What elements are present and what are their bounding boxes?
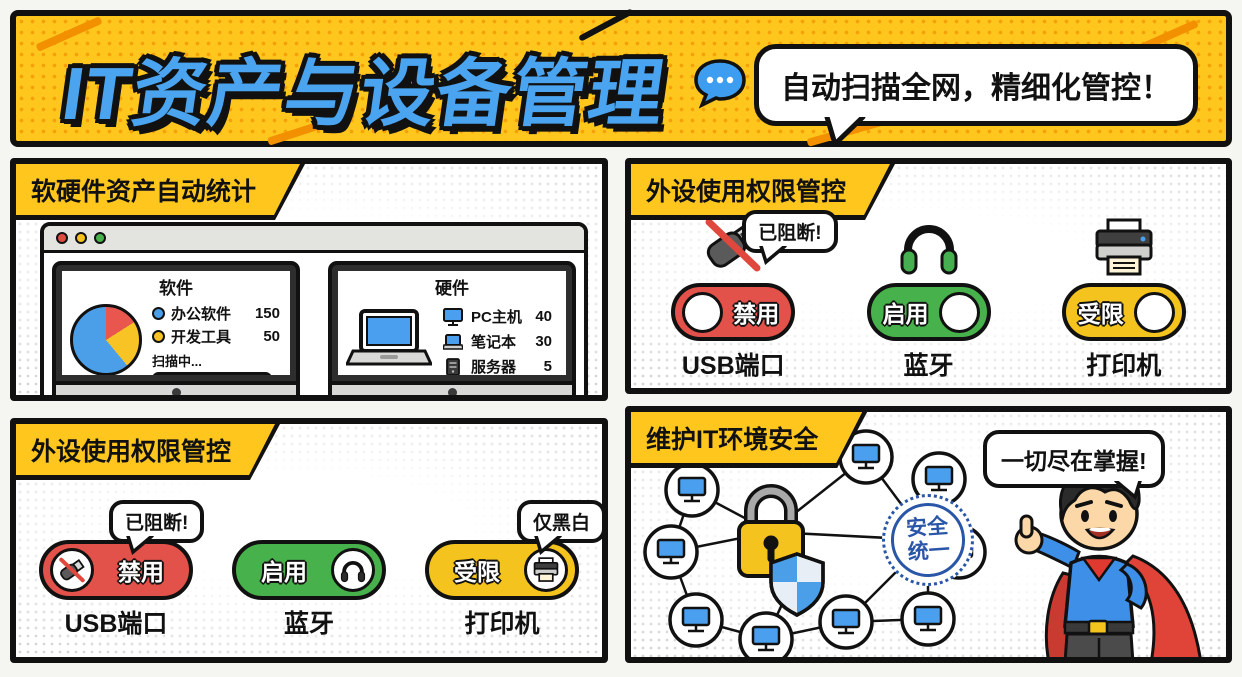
monitor-chin [52, 385, 300, 395]
banner-callout: 自动扫描全网，精细化管控！ [692, 44, 1198, 147]
monitor-row: 软件 办公软件 150 开发 [44, 253, 584, 395]
panel-it-security: 维护IT环境安全 [625, 406, 1232, 663]
blocked-bubble: 已阻断! [742, 210, 838, 265]
page-title: IT资产与设备管理 [57, 52, 671, 135]
browser-window: 软件 办公软件 150 开发 [40, 222, 588, 395]
headphones-icon [331, 548, 375, 592]
panel-peripheral-permissions-top: 外设使用权限管控 已阻断! [625, 158, 1232, 394]
security-unified-badge: 安全 统一 [882, 494, 974, 586]
panel-header-tab: 软硬件资产自动统计 [16, 164, 305, 220]
legend-row: 办公软件 150 [152, 302, 282, 325]
browser-titlebar [44, 226, 584, 253]
bluetooth-toggle[interactable]: 启用 [866, 283, 991, 341]
panel-peripheral-permissions-bottom: 外设使用权限管控 已阻断! [10, 418, 608, 663]
printer-toggle[interactable]: 受限 [1061, 283, 1186, 341]
usb-toggle[interactable]: 禁用 [39, 540, 193, 600]
software-legend: 办公软件 150 开发工具 50 扫描中... [152, 302, 282, 375]
bw-only-bubble: 仅黑白 [517, 500, 602, 555]
toggle-knob [938, 291, 980, 333]
panel-asset-stats: 软硬件资产自动统计 软件 [10, 158, 608, 401]
blocked-bubble: 已阻断! [109, 500, 205, 555]
legend-dot-blue [152, 307, 165, 320]
laptop-small-icon [442, 333, 464, 350]
banner-speech-bubble: 自动扫描全网，精细化管控！ [754, 44, 1198, 147]
hardware-row: PC主机 40 [442, 304, 558, 329]
monitor-chin [328, 385, 576, 395]
hardware-row: 笔记本 30 [442, 329, 558, 354]
toggle-knob [1133, 291, 1175, 333]
panel-header-tab: 维护IT环境安全 [631, 412, 867, 468]
title-banner: IT资产与设备管理 自动扫描全网，精细化管控！ [10, 8, 1232, 147]
hardware-row: 服务器 5 [442, 354, 558, 375]
scanning-label: 扫描中... [152, 354, 202, 369]
software-monitor: 软件 办公软件 150 开发 [52, 261, 300, 395]
shield-icon [769, 552, 825, 617]
traffic-light-red-icon[interactable] [56, 232, 68, 244]
network-diagram [643, 429, 987, 657]
perm-item-printer: 仅黑白 受限 打印机 [409, 500, 602, 640]
usb-toggle[interactable]: 禁用 [671, 283, 796, 341]
legend-row: 开发工具 50 [152, 325, 282, 348]
perm-item-usb: 已阻断! 禁用 USB端口 [23, 500, 209, 640]
perm-item-bluetooth: 启用 蓝牙 [216, 540, 402, 640]
software-pie-chart [70, 304, 142, 375]
bubble-tail [824, 117, 866, 147]
server-icon [442, 357, 464, 375]
desktop-icon [442, 307, 464, 326]
legend-dot-yellow [152, 330, 165, 343]
chat-bubble-icon [692, 57, 748, 114]
perm-item-printer: 受限 打印机 [1031, 208, 1217, 382]
scan-progress-bar [152, 372, 272, 375]
bluetooth-toggle[interactable]: 启用 [232, 540, 386, 600]
hardware-title: 硬件 [435, 279, 469, 298]
panel-header-tab: 外设使用权限管控 [16, 424, 280, 480]
headphones-icon [836, 208, 1022, 278]
perm-item-usb: 已阻断! 禁用 U [640, 208, 838, 382]
printer-toggle[interactable]: 受限 [425, 540, 579, 600]
printer-icon [1031, 208, 1217, 278]
hardware-monitor: 硬件 [328, 261, 576, 395]
panel-header-tab: 外设使用权限管控 [631, 164, 895, 220]
mascot-character [1014, 465, 1202, 657]
software-title: 软件 [159, 279, 193, 298]
usb-blocked-icon [50, 548, 94, 592]
laptop-icon [344, 308, 434, 375]
traffic-light-green-icon[interactable] [94, 232, 106, 244]
mascot-speech-bubble: 一切尽在掌握! [983, 430, 1165, 500]
hardware-list: PC主机 40 笔记本 30 服务器 [442, 304, 558, 375]
traffic-light-yellow-icon[interactable] [75, 232, 87, 244]
toggle-knob [682, 291, 724, 333]
perm-item-bluetooth: 启用 蓝牙 [836, 208, 1022, 382]
